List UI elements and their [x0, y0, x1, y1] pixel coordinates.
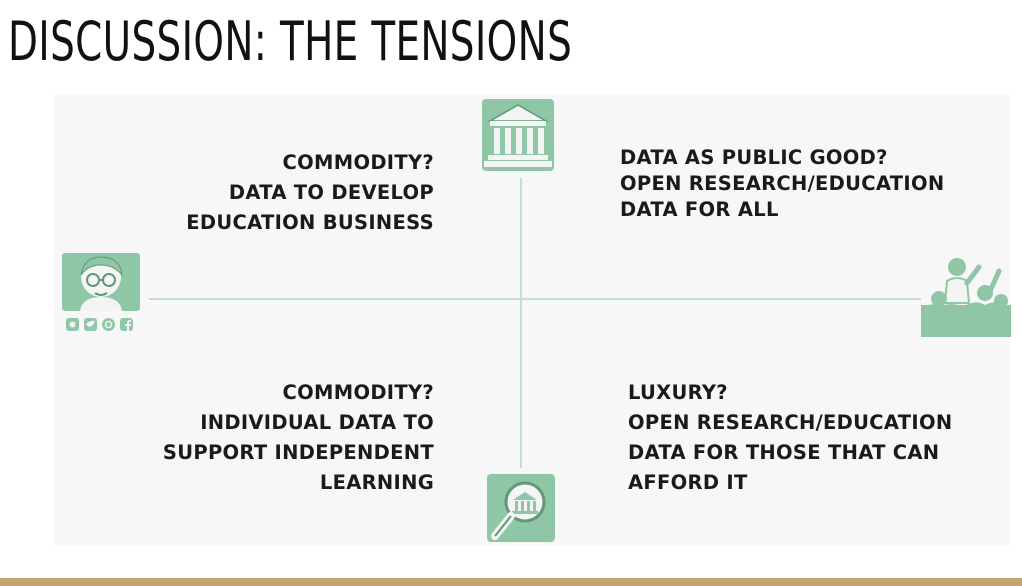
quadrant-text-line: OPEN RESEARCH/EDUCATION [620, 172, 945, 195]
institution-building-icon [482, 99, 554, 171]
quadrant-text-line: EDUCATION BUSINESS [186, 211, 434, 234]
quadrant-top-left: COMMODITY? DATA TO DEVELOP EDUCATION BUS… [186, 148, 434, 238]
slide-title: DISCUSSION: THE TENSIONS [8, 10, 573, 73]
footer-bar [0, 578, 1022, 586]
social-media-person-icon [62, 253, 140, 331]
quadrant-text-line: SUPPORT INDEPENDENT [162, 441, 434, 464]
quadrant-bottom-left: COMMODITY? INDIVIDUAL DATA TO SUPPORT IN… [163, 378, 434, 498]
quadrant-top-right: DATA AS PUBLIC GOOD? OPEN RESEARCH/EDUCA… [620, 145, 944, 223]
crowd-icon [921, 258, 1011, 337]
quadrant-text-line: DATA FOR THOSE THAT CAN [628, 441, 940, 464]
quadrant-text-line: LEARNING [319, 471, 434, 494]
quadrant-text-line: OPEN RESEARCH/EDUCATION [628, 411, 953, 434]
quadrant-text-line: INDIVIDUAL DATA TO [200, 411, 434, 434]
horizontal-axis [149, 298, 921, 300]
quadrant-bottom-right: LUXURY? OPEN RESEARCH/EDUCATION DATA FOR… [628, 378, 952, 498]
quadrant-text-line: AFFORD IT [628, 471, 748, 494]
magnifier-institution-icon [487, 474, 555, 542]
quadrant-text-line: COMMODITY? [282, 151, 434, 174]
quadrant-text-line: DATA TO DEVELOP [228, 181, 434, 204]
quadrant-text-line: COMMODITY? [282, 381, 434, 404]
quadrant-text-line: DATA AS PUBLIC GOOD? [620, 146, 888, 169]
quadrant-text-line: LUXURY? [628, 381, 728, 404]
quadrant-text-line: DATA FOR ALL [620, 198, 779, 221]
vertical-axis [520, 178, 522, 468]
